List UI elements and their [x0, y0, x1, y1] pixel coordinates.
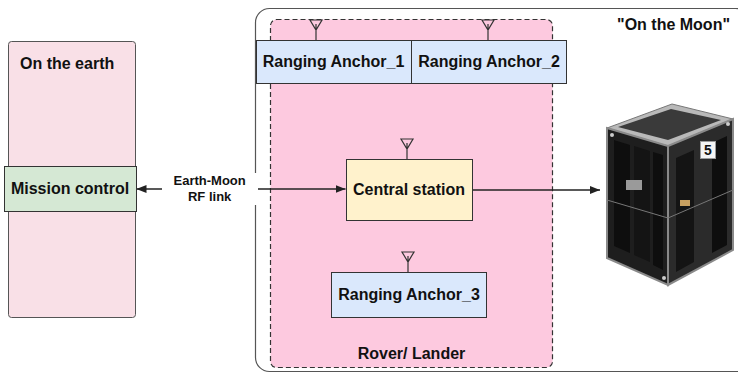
link-arrow	[456, 189, 600, 191]
link-label: Earth-Moon RF link	[162, 173, 258, 206]
node-label: Ranging Anchor_1	[263, 52, 405, 71]
node-label: Ranging Anchor_3	[338, 285, 480, 304]
antenna-symbol	[401, 139, 413, 159]
process-box: Ranging Anchor_2	[411, 40, 567, 84]
node-label: Ranging Anchor_2	[418, 52, 560, 71]
antenna-symbol	[402, 252, 414, 272]
region-outline	[256, 9, 738, 372]
antenna-symbol	[310, 20, 322, 40]
cubesat-picture	[607, 104, 733, 285]
process-box: Central station	[346, 159, 473, 221]
region-panel: On the earthMission control	[8, 41, 136, 318]
process-box: Ranging Anchor_3	[331, 272, 487, 318]
process-box: Mission control	[4, 166, 137, 212]
callout-number: 5	[700, 141, 716, 159]
region-panel: "On the Moon"Rover/ LanderRanging Anchor…	[255, 8, 738, 372]
region-panel: Rover/ LanderRanging Anchor_1Ranging Anc…	[270, 19, 553, 368]
edge-label-holder: Earth-Moon RF link	[162, 173, 258, 206]
antenna-symbol	[482, 20, 494, 40]
node-label: Central station	[353, 180, 465, 199]
node-label: "On the Moon"	[617, 15, 730, 34]
node-label: Mission control	[11, 179, 129, 198]
node-label: On the earth	[20, 54, 114, 73]
process-box: Ranging Anchor_1	[256, 40, 412, 84]
node-label: Rover/ Lander	[358, 344, 466, 363]
